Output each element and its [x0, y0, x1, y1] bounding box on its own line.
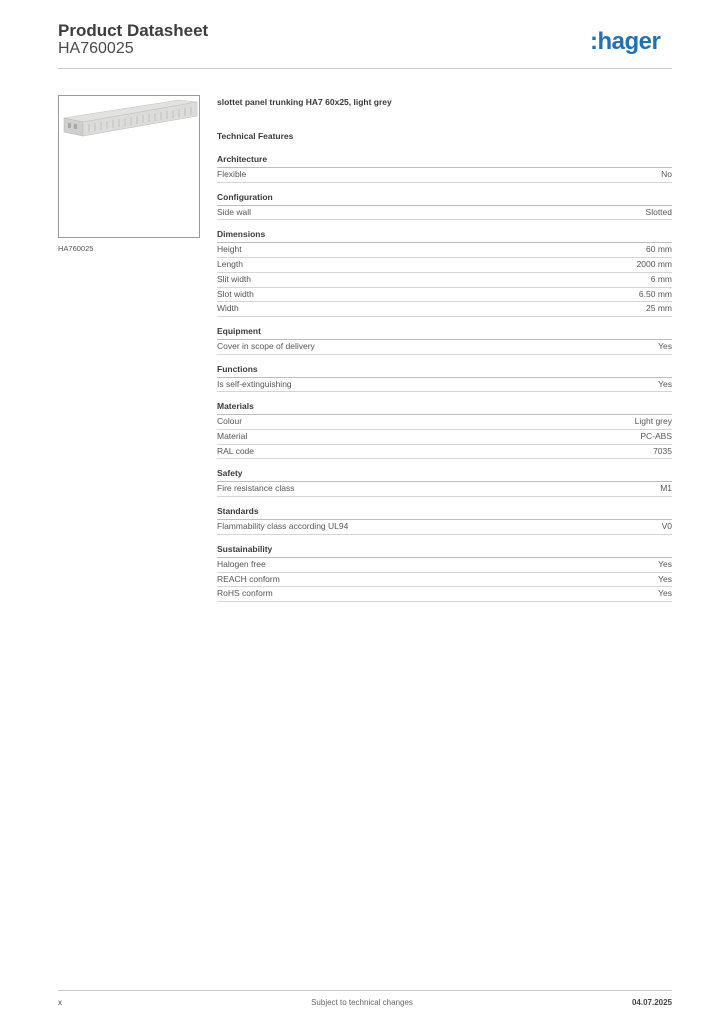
feature-row: Fire resistance class M1 [217, 482, 672, 498]
section-title: Dimensions [217, 229, 672, 244]
feature-row: Colour Light grey [217, 415, 672, 431]
product-image [58, 95, 200, 238]
feature-value: 2000 mm [636, 259, 672, 270]
footer-disclaimer: Subject to technical changes [311, 998, 413, 1007]
footer-date: 04.07.2025 [631, 998, 672, 1007]
trunking-product-image [63, 99, 198, 137]
feature-value: No [661, 169, 672, 179]
section-title: Configuration [217, 192, 672, 206]
feature-value: PC-ABS [640, 431, 672, 442]
feature-label: Fire resistance class [217, 483, 295, 494]
feature-label: Cover in scope of delivery [217, 340, 315, 351]
feature-row: RoHS conform Yes [217, 587, 672, 602]
feature-row: Width 25 mm [217, 302, 672, 317]
section-title: Functions [217, 364, 672, 378]
feature-row: Cover in scope of delivery Yes [217, 340, 672, 355]
page-title: Product Datasheet [58, 21, 209, 40]
feature-value: 7035 [653, 445, 672, 456]
feature-row: Slot width 6.50 mm [217, 288, 672, 303]
section-title: Architecture [217, 154, 672, 168]
feature-label: Height [217, 244, 242, 255]
product-code: HA760025 [58, 40, 134, 57]
section-title: Materials [217, 401, 672, 416]
product-description: slottet panel trunking HA7 60x25, light … [217, 97, 392, 107]
feature-label: RAL code [217, 445, 255, 456]
section-title: Equipment [217, 326, 672, 340]
feature-label: Is self-extinguishing [217, 378, 292, 389]
feature-label: Slit width [217, 273, 252, 284]
feature-value: M1 [660, 483, 672, 494]
feature-label: Side wall [217, 206, 252, 217]
feature-value: 6.50 mm [638, 288, 672, 299]
feature-label: Flexible [217, 169, 247, 179]
feature-row: Side wall Slotted [217, 206, 672, 221]
feature-row: Halogen free Yes [217, 558, 672, 573]
feature-value: 6 mm [650, 273, 672, 284]
feature-value: Yes [658, 588, 672, 599]
feature-value: 25 mm [646, 303, 672, 314]
feature-label: Slot width [217, 288, 254, 299]
feature-label: RoHS conform [217, 588, 273, 599]
feature-row: Material PC-ABS [217, 430, 672, 445]
feature-value: Yes [658, 558, 672, 569]
feature-row: RAL code 7035 [217, 445, 672, 460]
feature-value: V0 [661, 521, 672, 532]
section-title: Sustainability [217, 544, 672, 558]
feature-row: Flexible No [217, 168, 672, 183]
feature-label: Material [217, 431, 248, 442]
feature-value: 60 mm [646, 244, 672, 255]
feature-row: REACH conform Yes [217, 573, 672, 588]
header-divider [58, 68, 672, 69]
feature-label: Flammability class according UL94 [217, 521, 349, 532]
technical-features-heading: Technical Features [217, 131, 294, 141]
feature-label: Halogen free [217, 558, 266, 569]
feature-label: REACH conform [217, 573, 280, 584]
image-caption: HA760025 [58, 244, 94, 253]
hager-logo: :hager [590, 28, 661, 55]
datasheet-content: slottet panel trunking HA7 60x25, light … [217, 96, 672, 611]
feature-value: Yes [658, 378, 672, 389]
feature-value: Yes [658, 573, 672, 584]
feature-label: Width [217, 303, 239, 314]
section-title: Standards [217, 506, 672, 521]
feature-row: Slit width 6 mm [217, 273, 672, 288]
footer-left-mark: x [58, 998, 62, 1007]
section-title: Safety [217, 468, 672, 483]
feature-value: Light grey [634, 416, 672, 427]
footer-divider [58, 990, 672, 991]
feature-row: Height 60 mm [217, 243, 672, 259]
feature-row: Is self-extinguishing Yes [217, 378, 672, 393]
feature-label: Length [217, 259, 243, 270]
feature-label: Colour [217, 416, 243, 427]
feature-value: Slotted [645, 206, 672, 217]
feature-row: Length 2000 mm [217, 258, 672, 273]
feature-row: Flammability class according UL94 V0 [217, 520, 672, 535]
feature-value: Yes [658, 340, 672, 351]
